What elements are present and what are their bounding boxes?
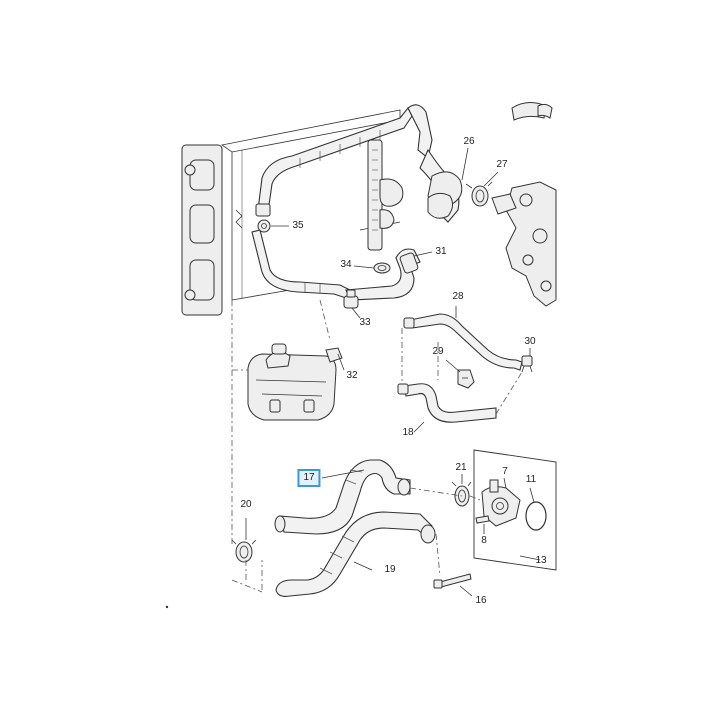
hose-28[interactable]: [397, 383, 497, 433]
clamp-35[interactable]: [257, 219, 289, 233]
clamp-34[interactable]: [353, 262, 391, 274]
callout-19[interactable]: 20: [240, 499, 252, 510]
callout-28[interactable]: 18: [402, 427, 414, 438]
callout-35[interactable]: 35: [292, 220, 304, 231]
callout-17-highlighted[interactable]: 17: [297, 469, 321, 487]
engine-housing[interactable]: [491, 181, 557, 307]
radiator[interactable]: [181, 109, 404, 316]
upper-radiator-hose[interactable]: [251, 104, 433, 299]
hose-18[interactable]: [275, 511, 436, 597]
bolt-8[interactable]: [475, 515, 490, 534]
callout-26[interactable]: 27: [496, 159, 508, 170]
bolt-16[interactable]: [433, 573, 473, 597]
callout-32[interactable]: 31: [435, 246, 447, 257]
thermostat-7[interactable]: [481, 477, 521, 527]
hose-27[interactable]: [403, 306, 523, 371]
callout-30[interactable]: 30: [524, 336, 536, 347]
clamp-30[interactable]: [521, 348, 533, 373]
callout-31[interactable]: 32: [346, 370, 358, 381]
stray-mark: [165, 605, 169, 609]
seal-11[interactable]: [525, 487, 547, 531]
fitting-33[interactable]: [343, 289, 361, 319]
callout-11[interactable]: 11: [525, 474, 537, 485]
callout-33[interactable]: 33: [359, 317, 371, 328]
callout-8[interactable]: 8: [481, 535, 487, 546]
callout-29[interactable]: 29: [432, 346, 444, 357]
assembly-lines: [231, 299, 523, 593]
hose-32[interactable]: [345, 248, 433, 301]
callout-13[interactable]: 13: [535, 555, 547, 566]
top-right-pipe: [511, 102, 553, 121]
thermostat-housing-panel: [473, 449, 557, 571]
hose-17[interactable]: [274, 459, 411, 535]
clamp-19[interactable]: [231, 518, 257, 563]
bracket-29[interactable]: [445, 359, 475, 389]
callout-18[interactable]: 19: [384, 564, 396, 575]
callout-34[interactable]: 34: [340, 259, 352, 270]
clamp-20[interactable]: [451, 474, 472, 507]
callout-27[interactable]: 28: [452, 291, 464, 302]
hose-21[interactable]: [419, 147, 469, 223]
callout-21[interactable]: 26: [463, 136, 475, 147]
callout-20[interactable]: 21: [455, 462, 467, 473]
coolant-expansion-tank[interactable]: [247, 343, 345, 421]
callout-7[interactable]: 7: [502, 466, 508, 477]
callout-16[interactable]: 16: [475, 595, 487, 606]
clamp-26[interactable]: [465, 171, 499, 207]
